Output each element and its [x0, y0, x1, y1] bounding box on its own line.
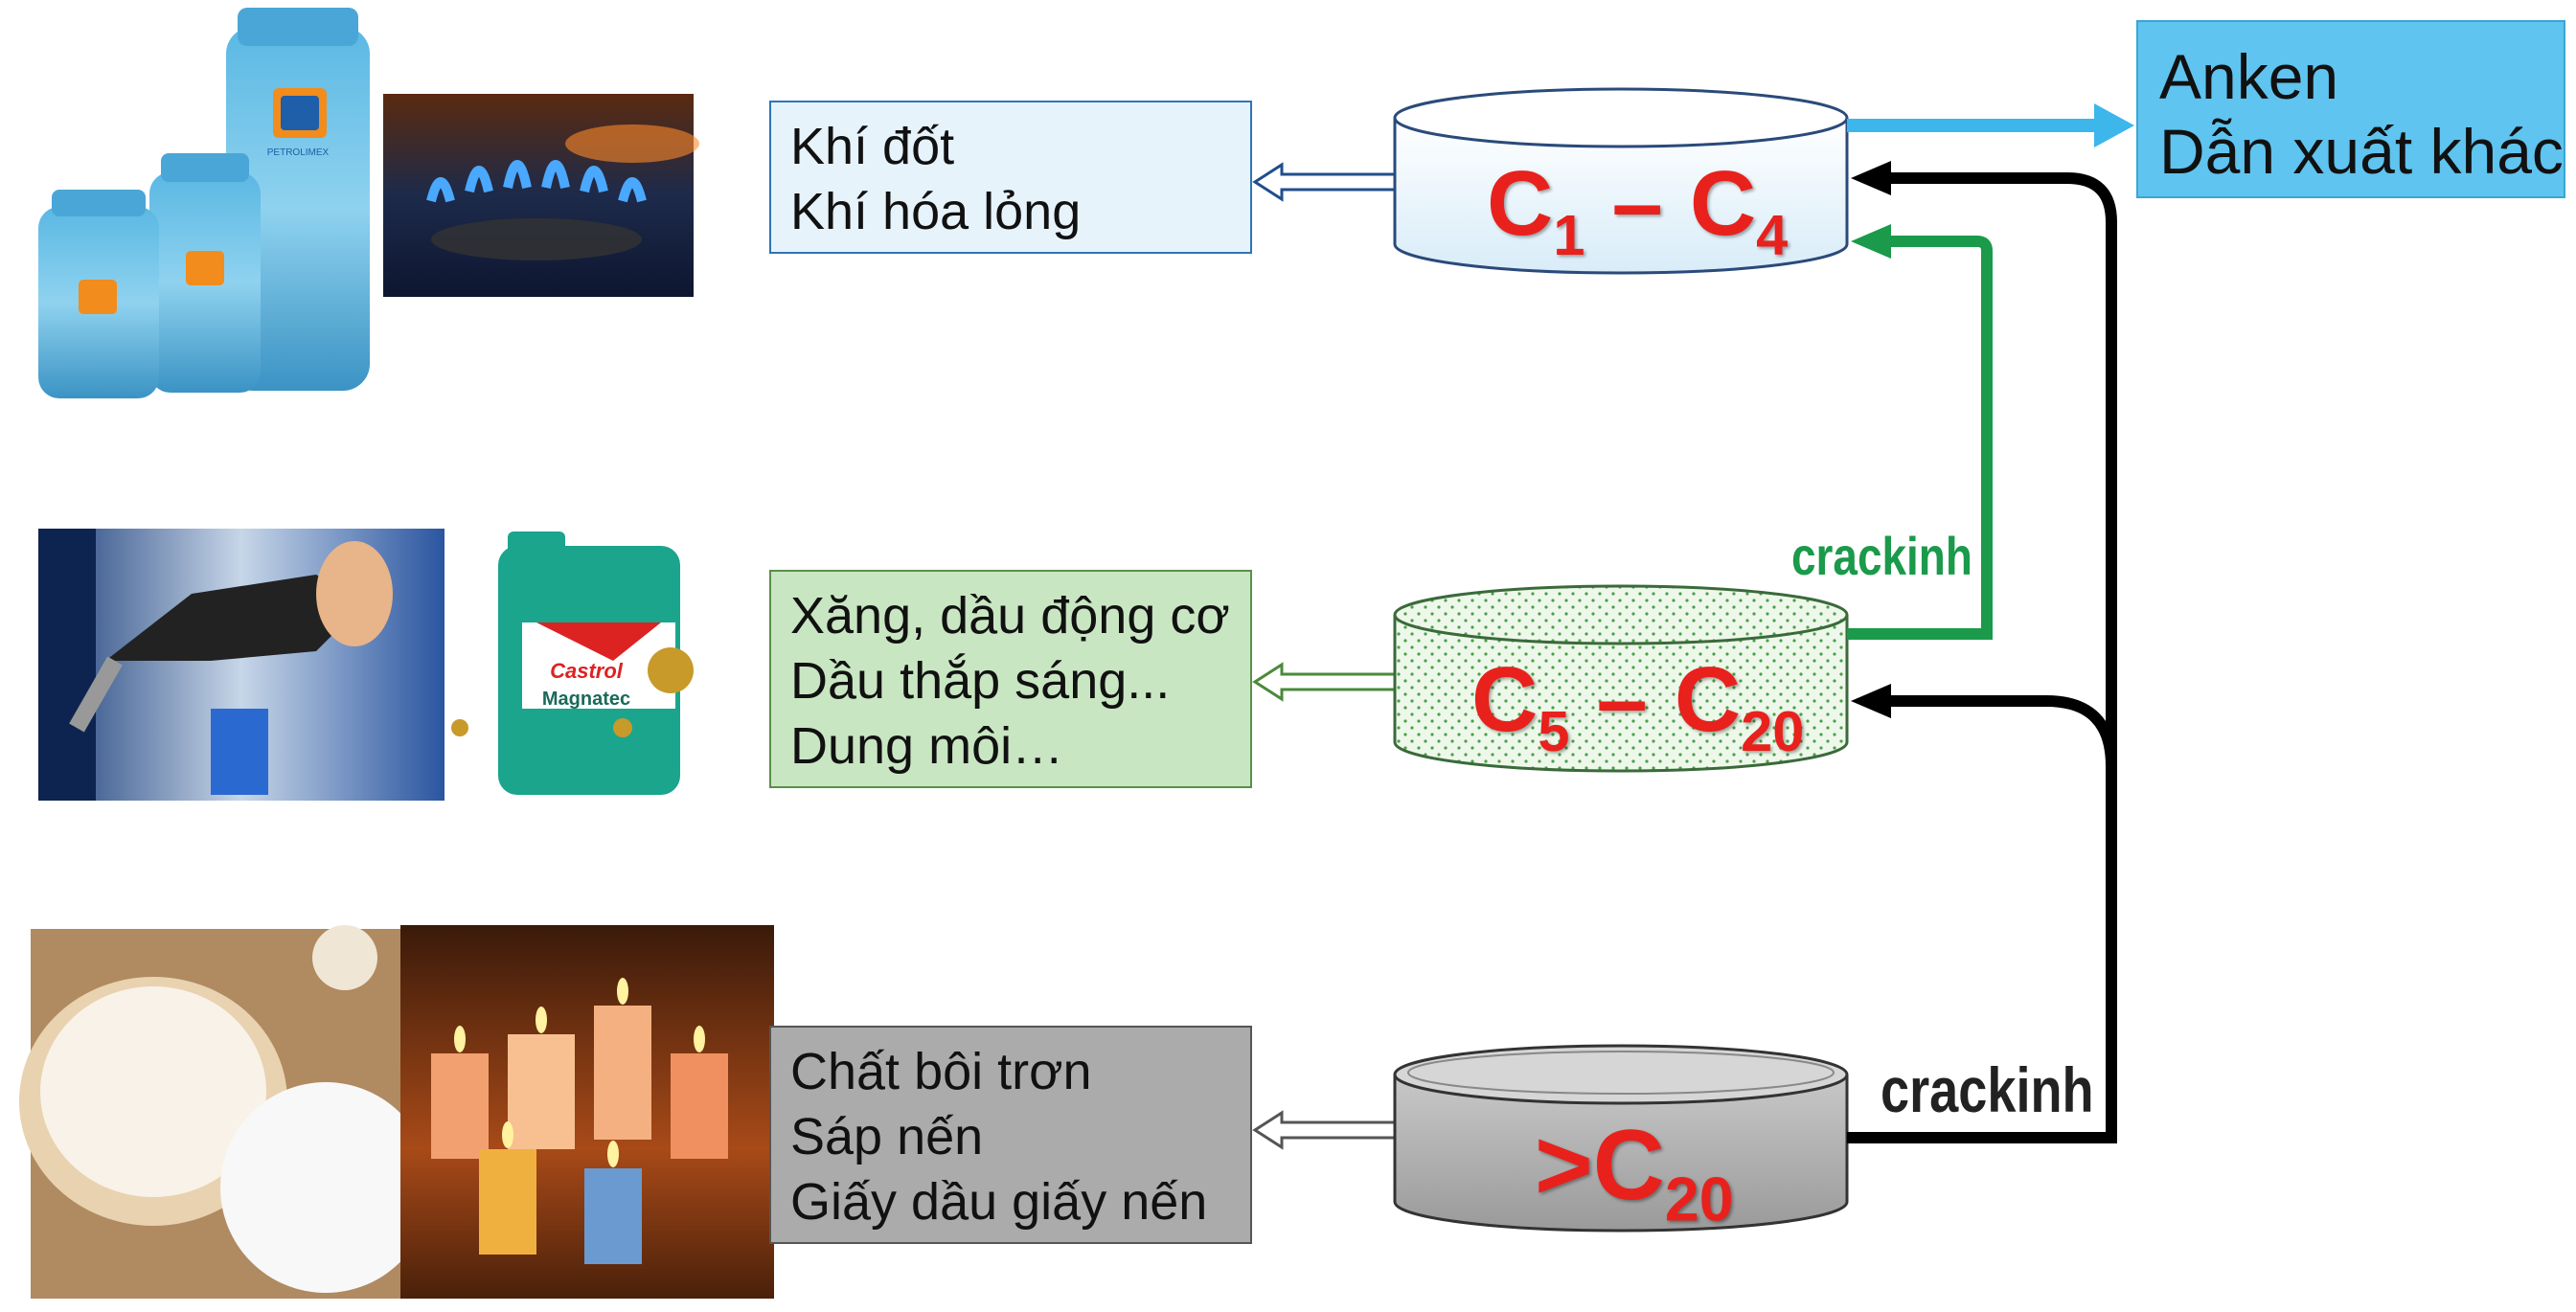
product-text: Chất bôi trơn [790, 1043, 1092, 1100]
arrow-to-lube-box [1252, 1110, 1397, 1150]
drum-c5-c20 [1393, 584, 1849, 773]
cracking-label-black: crackinh [1881, 1054, 2094, 1125]
fuel-pump-image [38, 529, 445, 801]
steamer-paper-image [19, 925, 431, 1299]
product-text: Xăng, dầu động cơ [790, 587, 1230, 645]
products-box-lube: Chất bôi trơn Sáp nến Giấy dầu giấy nến [769, 1026, 1252, 1244]
castrol-logo-text: Castrol [550, 659, 624, 683]
anken-text: Anken [2159, 41, 2339, 112]
drum-gt-c20 [1393, 1044, 1849, 1233]
product-text: Giấy dầu giấy nến [790, 1173, 1208, 1231]
cracking-label-green: crackinh [1791, 526, 1972, 586]
label-c1-c4: C1–C4 [1487, 152, 1789, 267]
label-gt-c20: >C20 [1535, 1110, 1734, 1234]
product-text: Dung môi… [790, 717, 1064, 775]
product-text: Dầu thắp sáng... [790, 652, 1171, 710]
label-c5-c20: C5–C20 [1471, 648, 1805, 763]
product-text: Khí hóa lỏng [790, 183, 1082, 240]
products-box-fuel: Xăng, dầu động cơ Dầu thắp sáng... Dung … [769, 570, 1252, 788]
arrow-to-fuel-box [1252, 662, 1397, 702]
magnatec-label-text: Magnatec [542, 689, 630, 710]
arrow-to-gas-box [1252, 162, 1397, 202]
drum-c1-c4 [1393, 87, 1849, 275]
candles-image [400, 925, 774, 1299]
anken-box: Anken Dẫn xuất khác [2136, 20, 2565, 198]
product-text: Khí đốt [790, 118, 955, 175]
arrow-to-anken [1847, 103, 2134, 147]
gas-flame-image [383, 94, 699, 297]
petrolimex-logo-text: PETROLIMEX [267, 147, 330, 158]
cracking-arrow-green [1847, 224, 1993, 640]
products-box-gas: Khí đốt Khí hóa lỏng [769, 101, 1252, 254]
derivatives-text: Dẫn xuất khác [2159, 116, 2564, 187]
product-text: Sáp nến [790, 1108, 984, 1165]
motor-oil-bottle-image [451, 532, 694, 795]
cracking-arrow-black [1847, 161, 2117, 1143]
gas-cylinders-image [38, 8, 370, 398]
